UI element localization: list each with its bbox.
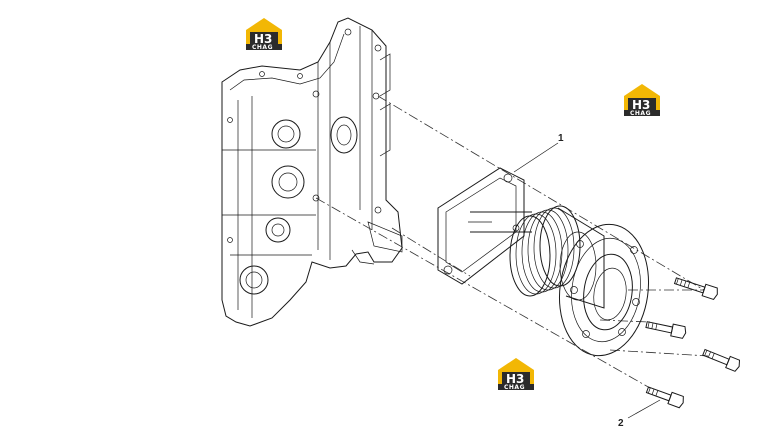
pulley-grooves (509, 205, 581, 297)
watermark-main-text: H3 (632, 98, 650, 112)
bolt (645, 321, 687, 339)
watermark-main-text: H3 (254, 32, 272, 46)
engine-block (221, 17, 403, 327)
watermark-logo: H3 CHAG (246, 18, 282, 51)
bolts (645, 277, 741, 409)
watermark-main-text: H3 (506, 372, 524, 386)
leaders (513, 142, 661, 419)
alignment-lines (315, 95, 709, 389)
watermark-sub-text: CHAG (504, 384, 525, 391)
hub-flange (558, 223, 650, 357)
bolt (645, 386, 684, 409)
pulley-hub-assembly (437, 167, 650, 357)
watermark-sub-text: CHAG (630, 110, 651, 117)
bolt (673, 277, 718, 301)
watermark-logo: H3 CHAG (498, 358, 534, 391)
watermark-sub-text: CHAG (252, 44, 273, 51)
watermark-logo: H3 CHAG (624, 84, 660, 117)
callout-1: 1 (558, 133, 564, 144)
callout-2: 2 (618, 418, 624, 429)
bolt (702, 348, 741, 372)
